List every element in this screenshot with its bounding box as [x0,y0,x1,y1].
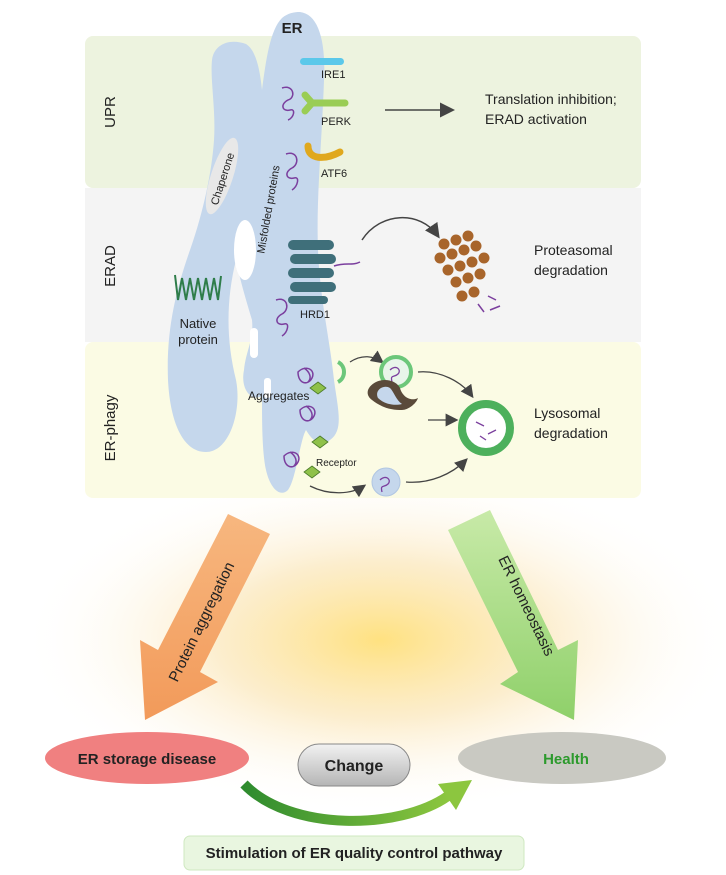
receptor-icon [303,381,329,479]
health-label: Health [543,751,589,768]
atf6-label: ATF6 [321,168,347,180]
aggregates-label: Aggregates [248,389,309,403]
phagophore-icon [336,360,346,384]
hrd1-complex-icon [288,240,361,304]
receptor-label: Receptor [316,458,357,469]
proteasome-icon [434,230,490,302]
autolysosome-icon [458,400,514,456]
health-ellipse [458,732,666,784]
er-label: ER [282,20,303,37]
erphagy-arrow-2 [417,371,474,399]
ire1-icon [300,58,344,65]
perk-label: PERK [321,116,352,128]
er-body [167,12,339,493]
peptide-fragments-icon [477,295,501,313]
proteasomal-outcome-2: degradation [534,262,608,278]
upr-outcome-2: ERAD activation [485,111,587,127]
disease-label: ER storage disease [78,751,216,768]
proteasomal-outcome-1: Proteasomal [534,242,613,258]
native-protein-icon [174,274,222,301]
stimulation-box [183,835,525,871]
erad-arrow [361,216,440,241]
erphagy-label: ER-phagy [102,394,119,461]
native-protein-label-1: Native [180,316,217,331]
change-pill [297,743,411,787]
upr-outcome-1: Translation inhibition; [485,91,617,107]
background-glow [20,465,726,815]
hrd1-label: HRD1 [300,309,330,321]
native-protein-label-2: protein [178,332,218,347]
lysosomal-outcome-1: Lysosomal [534,405,600,421]
stimulation-curve-arrow [240,780,451,826]
ire1-label: IRE1 [321,69,345,81]
disease-ellipse [45,732,249,784]
erad-label: ERAD [102,245,119,287]
upr-label: UPR [102,96,119,128]
erphagy-arrow-1 [349,350,385,364]
stimulation-label: Stimulation of ER quality control pathwa… [206,845,503,862]
erphagy-arrow-4 [309,484,367,498]
atf6-icon [304,142,344,161]
perk-icon [301,91,349,115]
lysosomal-outcome-2: degradation [534,425,608,441]
aggregates-icon [283,367,316,468]
change-label: Change [325,758,384,775]
er-vesicle-icon [371,467,401,497]
misfolded-protein-icon [275,86,299,337]
erphagy-arrow-5 [405,458,468,483]
